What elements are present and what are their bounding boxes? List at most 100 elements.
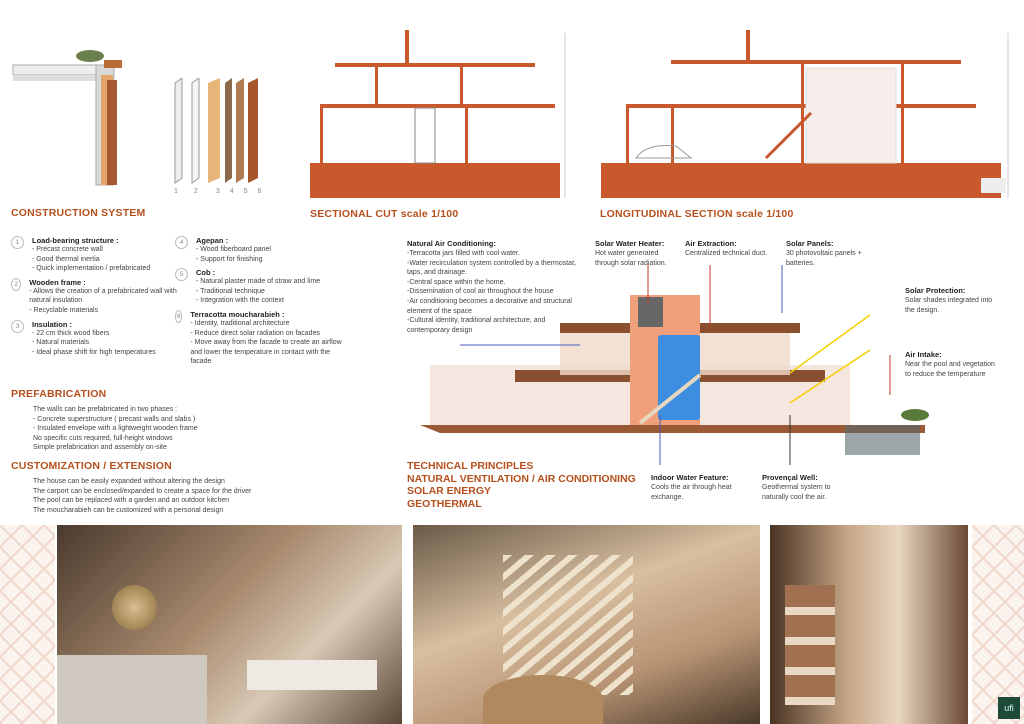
logo-text: ufi [1004,703,1014,713]
note-title: Provençal Well: [762,473,818,482]
layer-number: 3 [215,188,220,195]
note-solar-water-heater: Solar Water Heater:Hot water generated t… [595,239,677,268]
text-line: No specific cuts required, full-height w… [33,434,173,442]
text-line: - Insulated envelope with a lightweight … [33,425,198,433]
item-number: 2 [11,277,22,291]
prefabrication-text: The walls can be prefabricated in two ph… [33,405,198,453]
item-line: - Identity, traditional architecture [190,319,290,327]
layer-number: 5 [243,188,248,195]
item-line: - Reduce direct solar radiation on facad… [190,329,320,337]
note-indoor-water-feature: Indoor Water Feature: Cools the air throu… [651,473,741,502]
terracotta-jars-shelf [785,585,835,705]
item-number: 1 [11,236,24,249]
note-title: Indoor Water Feature: [651,473,729,482]
item-line: - 22 cm thick wood fibers [32,329,110,337]
longitudinal-section-title: LONGITUDINAL SECTION scale 1/100 [600,208,794,220]
note-title: Solar Panels: [786,239,834,248]
note-natural-air-conditioning: Natural Air Conditioning: -Terracotta ja… [407,239,587,335]
item-title: Cob : [196,268,216,278]
text-line: The walls can be prefabricated in two ph… [33,406,177,413]
note-line: -Terracotta jars filled with cool water. [407,250,520,257]
note-text: Geothermal system to naturally cool the … [762,484,831,501]
note-title: Solar Water Heater: [595,239,665,248]
sectional-cut-title: SECTIONAL CUT scale 1/100 [310,208,459,220]
note-text: Centralized technical duct. [685,250,768,257]
principle-heading: SOLAR ENERGY [407,485,492,497]
item-number: 4 [175,236,188,249]
sectional-cut-drawing [310,30,566,198]
text-line: Simple prefabrication and assembly on-si… [33,444,167,452]
interior-render-corridor [770,525,968,724]
note-line: -Dissemination of cool air throughout th… [407,288,554,296]
text-line: The house can be easily expanded without… [33,478,225,485]
moucharabieh-pattern-right [972,525,1024,724]
item-number: 3 [11,319,24,333]
note-text: 30 photovoltaic panels + batteries. [786,250,862,267]
note-solar-protection: Solar Protection: Solar shades integrated… [905,286,993,315]
note-text: Solar shades integrated into the design. [905,297,993,314]
note-line: -Cultural identity, traditional architec… [407,317,546,334]
moucharabieh-pattern-left [0,525,55,724]
item-line: - Integration with the context [196,297,284,305]
note-title: Air Extraction: [685,239,737,248]
note-provencal-well: Provençal Well: Geothermal system to natu… [762,473,842,502]
layer-numbers: 1 2 3 4 5 6 [174,188,261,195]
principle-heading: GEOTHERMAL [407,497,482,510]
note-line: -Water recirculation system controlled b… [407,259,576,277]
item-line: - Recyclable materials [29,306,99,314]
text-line: - Concrete superstructure ( precast wall… [33,415,196,423]
note-title: Air Intake: [905,350,942,359]
layer-number: 1 [174,188,178,195]
dining-table [483,675,603,724]
note-line: -Central space within the home. [407,278,506,286]
kitchen-island [247,660,377,690]
item-title: Insulation : [32,319,72,329]
item-line: - Good thermal inertia [32,255,100,263]
item-line: - Allows the creation of a prefabricated… [29,287,177,305]
item-line: - Natural materials [32,339,90,347]
text-line: The carport can be enclosed/expanded to … [33,487,252,495]
construction-system-title: CONSTRUCTION SYSTEM [11,207,146,219]
construction-item: 5 Cob :- Natural plaster made of straw an… [175,268,345,306]
item-line: - Wood fiberboard panel [196,246,271,253]
construction-detail-drawing [12,50,122,186]
prefabrication-title: PREFABRICATION [11,388,107,400]
item-line: - Ideal phase shift for high temperature… [32,348,156,356]
wall-layers-drawing [174,78,258,184]
interior-render-staircase [413,525,760,724]
layer-number: 2 [193,188,198,195]
item-line: - Move away from the facade to create an… [190,339,342,366]
layer-number: 6 [257,188,262,195]
layer-number: 4 [229,188,234,195]
item-line: - Traditional technique [196,287,265,295]
item-title: Load-bearing structure : [32,236,119,245]
item-line: - Natural plaster made of straw and lime [196,278,321,286]
interior-render-living-room [57,525,402,724]
item-number: 6 [175,309,183,323]
item-title: Agepan : [196,236,229,245]
note-line: -Air conditioning becomes a decorative a… [407,297,572,315]
text-line: The moucharabieh can be customized with … [33,506,224,514]
longitudinal-section-drawing [601,30,1009,198]
note-title: Solar Protection: [905,286,966,295]
customization-title: CUSTOMIZATION / EXTENSION [11,460,172,472]
note-text: Cools the air through heat exchange. [651,484,732,501]
item-number: 5 [175,268,188,282]
construction-item: 3 Insulation :- 22 cm thick wood fibers - … [11,319,181,358]
technical-principles: TECHNICAL PRINCIPLES NATURAL VENTILATION… [407,460,636,510]
text-line: The pool can be replaced with a garden a… [33,497,230,505]
note-air-intake: Air Intake:Near the pool and vegetation … [905,350,995,379]
note-solar-panels: Solar Panels: 30 photovoltaic panels + ba… [786,239,876,268]
principle-heading: TECHNICAL PRINCIPLES [407,460,534,472]
item-line: - Quick implementation / prefabricated [32,265,151,273]
customization-text: The house can be easily expanded without… [33,477,251,515]
sofa [57,655,207,724]
wall-mirror [112,585,157,630]
technical-house-diagram [420,265,929,465]
